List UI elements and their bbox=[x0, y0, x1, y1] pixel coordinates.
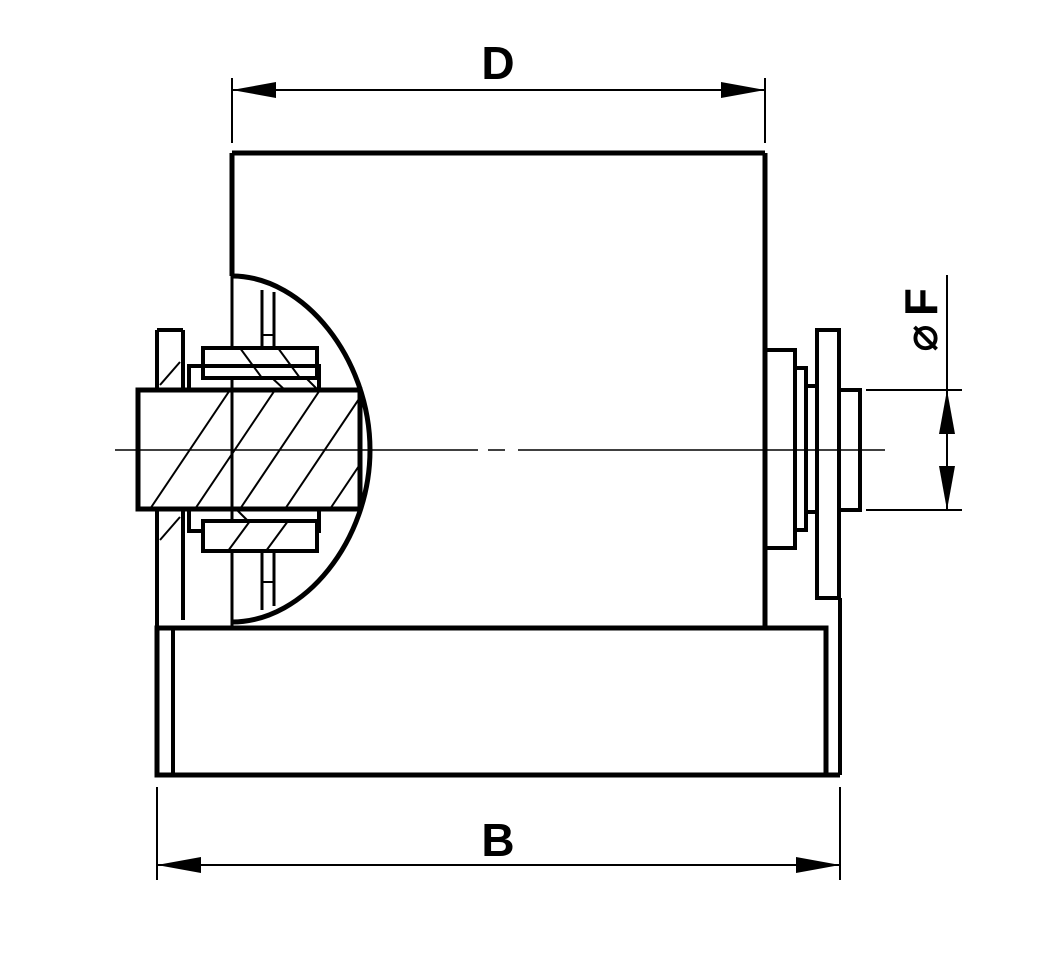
bearing-upper-inner bbox=[187, 364, 321, 392]
dimension-label-b: B bbox=[481, 814, 514, 866]
dimension-b: B bbox=[156, 787, 841, 880]
end-cap-outer bbox=[763, 348, 797, 550]
end-cap-inner bbox=[804, 384, 819, 514]
bearing-upper bbox=[187, 346, 321, 392]
dimension-label-f: F bbox=[895, 288, 947, 316]
end-plate-lower bbox=[260, 551, 276, 610]
dimension-f: ⌀ F bbox=[866, 275, 962, 511]
diameter-symbol: ⌀ bbox=[895, 324, 947, 352]
dimension-d: D bbox=[231, 37, 766, 143]
end-cap-right bbox=[763, 348, 862, 550]
base-frame bbox=[154, 625, 840, 778]
arrowhead-f-bottom bbox=[939, 466, 955, 510]
bracket-right-plate bbox=[815, 328, 841, 600]
bracket-left bbox=[155, 328, 185, 775]
arrowhead-b-left bbox=[157, 857, 201, 873]
arrowhead-d-right bbox=[721, 82, 765, 98]
section-view bbox=[135, 273, 373, 625]
arrowhead-b-right bbox=[796, 857, 840, 873]
arrowhead-d-left bbox=[232, 82, 276, 98]
bearing-upper-outer bbox=[201, 346, 319, 380]
end-plate-upper bbox=[260, 290, 276, 348]
arrowhead-f-top bbox=[939, 390, 955, 434]
bearing-lower-outer bbox=[201, 519, 319, 553]
dimension-label-d: D bbox=[481, 37, 514, 89]
base-frame-outer bbox=[154, 625, 829, 778]
section-break-arc bbox=[231, 273, 373, 625]
bearing-lower bbox=[187, 507, 321, 553]
